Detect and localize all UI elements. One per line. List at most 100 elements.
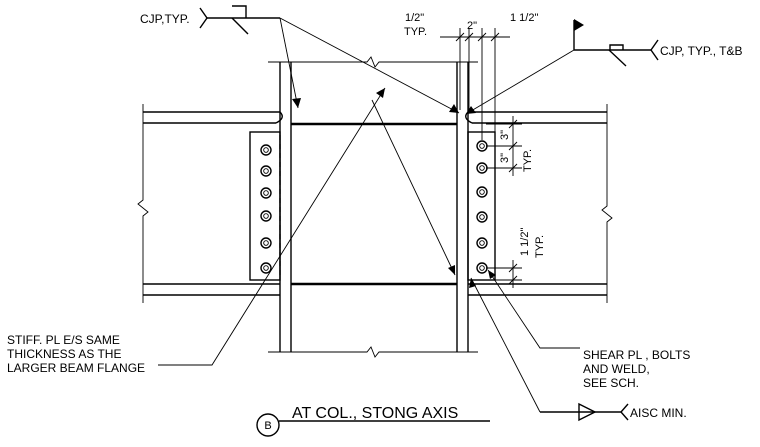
bolt-hole bbox=[263, 265, 269, 271]
bolt-hole bbox=[263, 240, 269, 246]
dim-tick bbox=[508, 119, 518, 129]
detail-title: AT COL., STONG AXIS bbox=[292, 405, 458, 422]
weld-symbol-left bbox=[232, 5, 247, 18]
bolt bbox=[260, 144, 272, 156]
weld-tail-aisc bbox=[620, 403, 629, 421]
arrowhead bbox=[469, 278, 476, 288]
dim-three-b: 3" bbox=[499, 153, 511, 163]
dim-tick bbox=[508, 263, 518, 273]
bolt bbox=[476, 237, 488, 249]
dim-three-typ: TYP. bbox=[522, 149, 534, 172]
field-weld-flag bbox=[574, 19, 584, 31]
shear-leader bbox=[487, 269, 580, 349]
weld-symbol-left-diag bbox=[231, 17, 249, 35]
shear-note-line3: SEE SCH. bbox=[583, 376, 639, 390]
dim-tick bbox=[477, 32, 487, 42]
left-shear-plate bbox=[249, 131, 281, 281]
shear-note-line1: SHEAR PL , BOLTS bbox=[583, 348, 690, 362]
right-bolt-group bbox=[476, 140, 488, 274]
leader-line bbox=[279, 17, 299, 109]
detail-marker-label: B bbox=[264, 420, 271, 432]
bolt-hole bbox=[479, 214, 485, 220]
dim-tick bbox=[455, 32, 465, 42]
left-beam bbox=[137, 104, 283, 303]
arrowhead bbox=[292, 98, 301, 108]
fillet-weld-symbol bbox=[578, 402, 597, 422]
leader-line bbox=[470, 277, 541, 413]
bolt-hole bbox=[479, 265, 485, 271]
stiff-note-line1: STIFF. PL E/S SAME bbox=[7, 333, 120, 347]
bolt bbox=[260, 262, 272, 274]
bolt bbox=[476, 140, 488, 152]
detail-marker-circle bbox=[256, 413, 280, 437]
bolt bbox=[260, 187, 272, 199]
column-bottom-break bbox=[268, 346, 478, 358]
dim-tick bbox=[508, 163, 518, 173]
bolt bbox=[260, 237, 272, 249]
dim-tick bbox=[464, 32, 474, 42]
detail-title-block: B AT COL., STONG AXIS bbox=[256, 405, 490, 437]
bolt bbox=[476, 186, 488, 198]
dim-three-a: 3" bbox=[499, 130, 511, 140]
dim-half-inch: 1/2" bbox=[405, 12, 424, 24]
stiffener-leaders bbox=[158, 87, 456, 366]
leader-line bbox=[465, 49, 575, 115]
bolt-hole bbox=[263, 147, 269, 153]
side-dimensions bbox=[486, 116, 522, 288]
shear-leader-line bbox=[487, 269, 580, 349]
bolt-hole bbox=[263, 168, 269, 174]
right-shear-plate bbox=[467, 131, 496, 281]
column-top-break bbox=[268, 56, 478, 68]
top-dimensions bbox=[440, 28, 510, 140]
bolt-hole bbox=[479, 189, 485, 195]
bolt bbox=[476, 262, 488, 274]
bolt-hole bbox=[479, 165, 485, 171]
left-bolt-group bbox=[260, 144, 272, 274]
stiff-leader-line bbox=[371, 99, 456, 276]
aisc-label: AISC MIN. bbox=[630, 406, 687, 420]
left-beam-break bbox=[137, 104, 149, 303]
arrowhead bbox=[488, 270, 496, 279]
cjp-right-callout bbox=[465, 19, 659, 115]
stiffener-plates bbox=[291, 122, 457, 286]
bolt-hole bbox=[263, 190, 269, 196]
bolt-hole bbox=[479, 143, 485, 149]
bolt-hole bbox=[479, 240, 485, 246]
weld-tail-right bbox=[650, 39, 659, 61]
cjp-left-callout bbox=[199, 5, 460, 114]
dim-tick bbox=[508, 275, 518, 285]
shear-note-line2: AND WELD, bbox=[583, 362, 650, 376]
arrowhead bbox=[376, 88, 385, 98]
right-shear-plate-outline bbox=[467, 131, 496, 281]
bolt bbox=[476, 162, 488, 174]
bolt bbox=[260, 210, 272, 222]
weld-tail-left bbox=[199, 7, 208, 29]
weld-symbol-right-diag bbox=[608, 49, 627, 67]
left-beam-weld-groove bbox=[275, 111, 283, 124]
stiff-note-line3: LARGER BEAM FLANGE bbox=[7, 361, 145, 375]
dim-two-inch: 2" bbox=[467, 20, 477, 32]
weld-symbol-right bbox=[609, 44, 624, 50]
bolt bbox=[260, 165, 272, 177]
arrowhead bbox=[449, 104, 459, 113]
stiff-note-line2: THICKNESS AS THE bbox=[7, 347, 121, 361]
dim-one-half-side: 1 1/2" bbox=[519, 228, 531, 256]
right-beam bbox=[465, 104, 613, 303]
dim-one-half-top: 1 1/2" bbox=[510, 12, 538, 24]
dim-tick bbox=[490, 32, 500, 42]
arrowhead bbox=[448, 265, 455, 275]
arrowhead bbox=[466, 106, 476, 114]
dim-half-inch-typ: TYP. bbox=[404, 26, 427, 38]
bolt-hole bbox=[263, 213, 269, 219]
stiff-leader-line bbox=[158, 87, 386, 366]
right-beam-break bbox=[601, 104, 613, 303]
dim-tick bbox=[508, 141, 518, 151]
leader-line bbox=[279, 17, 460, 114]
aisc-callout bbox=[469, 277, 629, 422]
cjp-left-label: CJP,TYP. bbox=[140, 12, 190, 26]
cjp-right-label: CJP, TYP., T&B bbox=[660, 44, 743, 58]
dim-one-half-side-typ: TYP. bbox=[534, 235, 546, 258]
bolt bbox=[476, 211, 488, 223]
